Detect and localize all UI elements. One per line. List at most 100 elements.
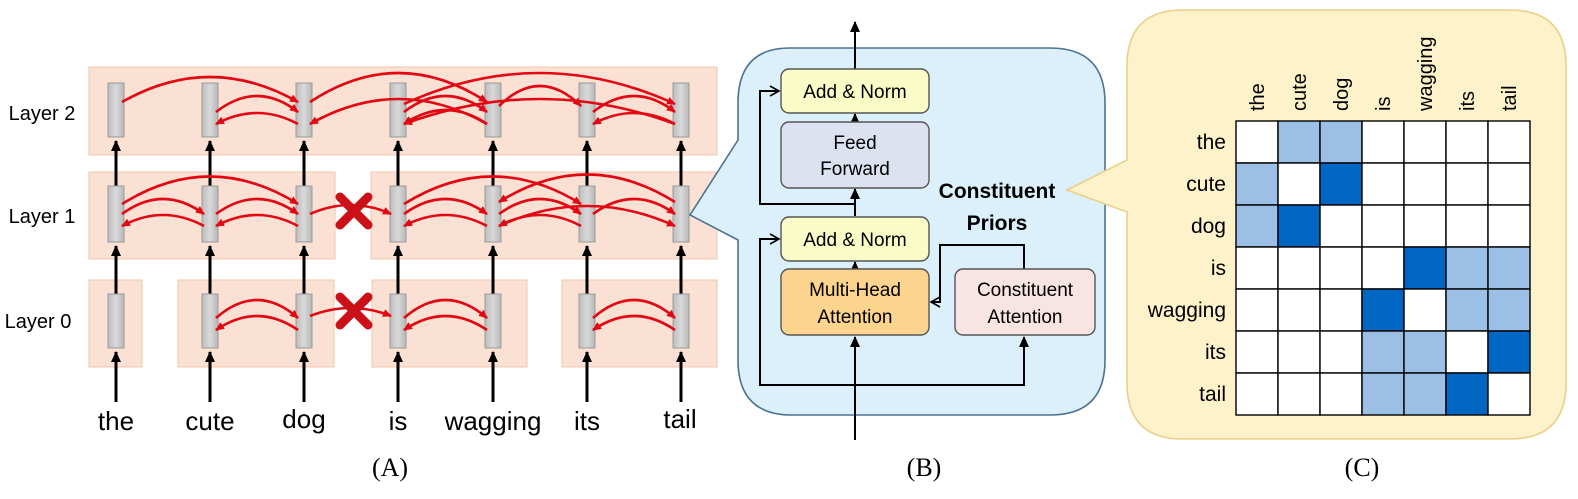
layer0-token-vector [201, 293, 219, 349]
word-cute: cute [185, 406, 234, 436]
attention-arc [309, 97, 488, 126]
cross-icon [335, 192, 373, 230]
matrix-cell [1361, 246, 1405, 290]
layer2-token-vector [578, 82, 596, 138]
layer2-token-vector [672, 82, 690, 138]
matrix-cell [1319, 246, 1363, 290]
matrix-column-label: dog [1331, 78, 1353, 111]
attention-arc [498, 173, 676, 204]
matrix-cell [1487, 162, 1531, 206]
mha-label-1: Multi-Head [809, 280, 901, 301]
matrix-cell [1235, 330, 1279, 374]
attention-arc [498, 197, 582, 216]
attention-arc [403, 298, 488, 319]
layer-label-0: Layer 0 [5, 311, 72, 333]
attention-arc [215, 314, 299, 332]
matrix-column-label: its [1457, 91, 1479, 111]
matrix-cell [1277, 246, 1321, 290]
input-to-constituent-attention [855, 336, 1029, 386]
caption-c: (C) [1345, 453, 1380, 482]
word-tail: tail [663, 404, 696, 434]
matrix-column-label: cute [1289, 73, 1311, 111]
layer0-token-vector [484, 293, 502, 349]
feed-forward-label-1: Feed [833, 133, 876, 154]
layer0-token-vector [578, 293, 596, 349]
matrix-cell [1361, 372, 1405, 416]
matrix-cell [1277, 120, 1321, 164]
feed-forward-label-2: Forward [820, 159, 890, 180]
layer2-token-vector [295, 82, 313, 138]
constituent-priors-label-1: Constituent [939, 180, 1056, 203]
matrix-cell [1235, 246, 1279, 290]
matrix-cell [1277, 162, 1321, 206]
attention-arc [309, 71, 488, 104]
panel-a-attention-layers: Layer 2 Layer 1 Layer 0 the cute dog is … [5, 66, 718, 482]
attention-arc [403, 97, 676, 126]
matrix-cell [1361, 330, 1405, 374]
layer2-token-vector [484, 82, 502, 138]
matrix-cell [1361, 288, 1405, 332]
matrix-row-label: dog [1191, 215, 1226, 238]
multi-head-attention-box: Multi-Head Attention [780, 268, 930, 336]
matrix-cell [1235, 162, 1279, 206]
matrix-cell [1319, 372, 1363, 416]
attention-arc [498, 204, 676, 228]
matrix-cell [1277, 372, 1321, 416]
matrix-cell [1487, 204, 1531, 248]
attention-arc [403, 197, 488, 216]
add-norm-top-box: Add & Norm [780, 68, 930, 114]
matrix-cell [1235, 372, 1279, 416]
matrix-cell [1445, 372, 1489, 416]
constituent-priors-label-2: Priors [967, 212, 1028, 235]
attention-arc [121, 175, 299, 206]
matrix-cell [1319, 288, 1363, 332]
matrix-column-label: wagging [1415, 36, 1437, 112]
panel-b-transformer-block: Add & Norm Feed Forward Add & Norm Multi… [688, 21, 1106, 482]
matrix-cell [1487, 288, 1531, 332]
layer0-token-vector [107, 293, 125, 349]
constituent-attention-box: Constituent Attention [954, 268, 1096, 336]
matrix-cell [1445, 120, 1489, 164]
matrix-cell [1403, 330, 1447, 374]
attention-arc [403, 94, 488, 114]
layer1-token-vector [107, 185, 125, 243]
word-dog: dog [282, 404, 325, 434]
layer2-token-vector [201, 82, 219, 138]
residual-bottom [759, 233, 855, 386]
matrix-cell [1403, 288, 1447, 332]
matrix-cell [1235, 288, 1279, 332]
matrix-row-label: cute [1186, 173, 1226, 196]
matrix-cell [1319, 204, 1363, 248]
matrix-cell [1487, 372, 1531, 416]
matrix-column-label: is [1373, 97, 1395, 111]
matrix-cell [1235, 120, 1279, 164]
layer0-token-vector [295, 293, 313, 349]
add-norm-bottom-box: Add & Norm [780, 216, 930, 262]
matrix-cell [1487, 246, 1531, 290]
add-norm-bottom-label: Add & Norm [803, 230, 906, 251]
word-wagging: wagging [444, 406, 542, 436]
matrix-cell [1487, 120, 1531, 164]
attention-arc [121, 213, 205, 228]
caption-b: (B) [907, 453, 942, 482]
matrix-cell [1277, 330, 1321, 374]
matrix-row-label: wagging [1147, 299, 1226, 322]
matrix-cell [1403, 246, 1447, 290]
matrix-row-label: the [1197, 131, 1226, 154]
layer2-token-vector [389, 82, 407, 138]
matrix-cell [1445, 204, 1489, 248]
cross-icon [335, 292, 373, 330]
attention-arc [215, 298, 299, 319]
matrix-cell [1487, 330, 1531, 374]
word-the: the [98, 406, 134, 436]
matrix-cell [1403, 120, 1447, 164]
matrix-cell [1319, 120, 1363, 164]
word-is: is [389, 406, 408, 436]
layer1-token-vector [389, 185, 407, 243]
attention-arc [121, 197, 205, 216]
prior-matrix-grid [1235, 120, 1531, 416]
add-norm-top-label: Add & Norm [803, 82, 906, 103]
attention-arc [592, 314, 676, 332]
